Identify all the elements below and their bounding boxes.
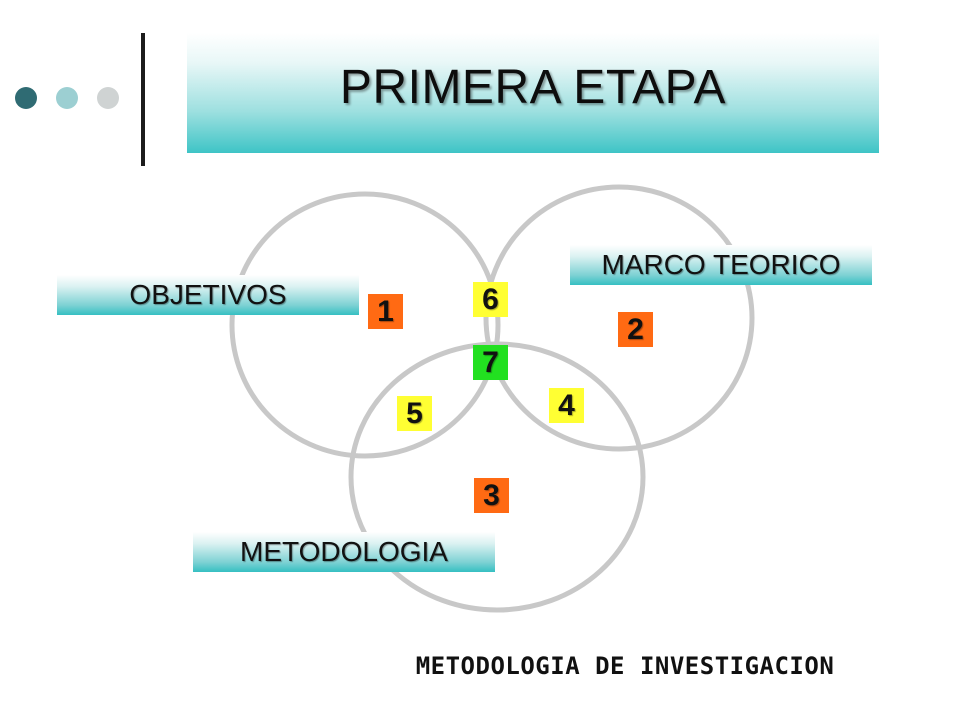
label-metodologia: METODOLOGIA — [193, 532, 495, 572]
region-2-box: 2 — [618, 312, 653, 347]
slide-title: PRIMERA ETAPA — [339, 61, 727, 114]
decor-vertical-line — [141, 33, 145, 166]
footer-text: METODOLOGIA DE INVESTIGACION — [415, 652, 835, 680]
region-1-box: 1 — [368, 294, 403, 329]
circle-marco-teorico — [483, 184, 755, 452]
title-banner — [187, 33, 879, 153]
region-7-box: 7 — [473, 345, 508, 380]
decor-dot-gray — [97, 87, 119, 109]
circle-metodologia — [348, 341, 646, 613]
region-4-box: 4 — [549, 388, 584, 423]
region-5-box: 5 — [397, 396, 432, 431]
decor-dot-light — [56, 87, 78, 109]
label-objetivos: OBJETIVOS — [57, 275, 359, 315]
label-marco-teorico: MARCO TEORICO — [570, 245, 872, 285]
region-6-box: 6 — [473, 282, 508, 317]
decor-dot-dark — [15, 87, 37, 109]
circle-objetivos — [229, 191, 501, 459]
region-3-box: 3 — [474, 478, 509, 513]
